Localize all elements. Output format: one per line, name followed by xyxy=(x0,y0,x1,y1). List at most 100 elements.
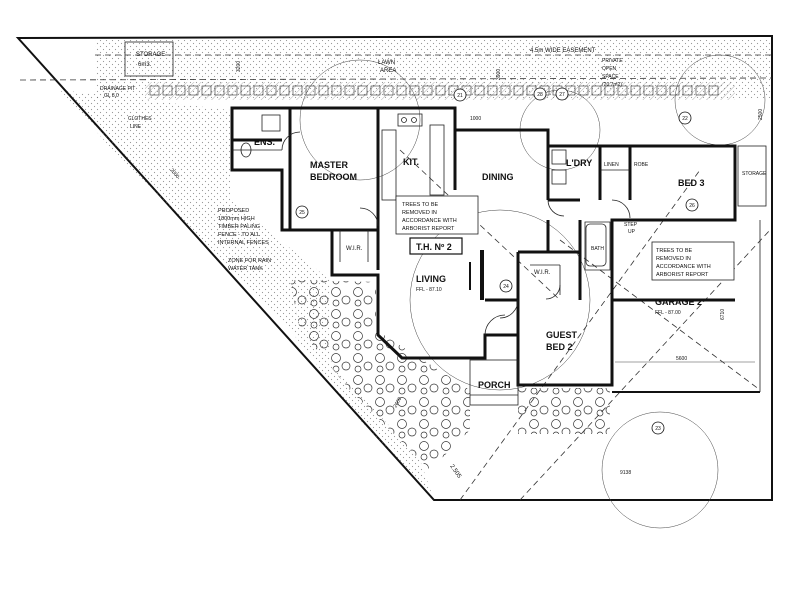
dimension-2600: 2600 xyxy=(393,396,404,409)
paving-tile xyxy=(630,85,641,96)
paving-tile xyxy=(318,85,329,96)
door-swing xyxy=(499,299,519,319)
setback-line xyxy=(459,169,701,501)
paving-tile xyxy=(591,85,602,96)
paving-tile xyxy=(422,85,433,96)
porch-slab xyxy=(469,359,519,406)
tree-marker: 21 xyxy=(453,88,467,102)
living-label: LIVING xyxy=(416,274,446,284)
storage-side-label: STORAGE xyxy=(742,171,767,177)
house-outline xyxy=(230,106,737,387)
tree-id-label: 22 xyxy=(682,116,688,122)
paving-tile xyxy=(175,85,186,96)
pos-label-4: (20.7m2) xyxy=(602,82,622,88)
toilet-fixture xyxy=(240,142,252,158)
paving-tile xyxy=(162,85,173,96)
stone-garden xyxy=(290,280,470,470)
tree-id-label: 27 xyxy=(559,92,565,98)
paving-tile xyxy=(669,85,680,96)
thin-partitions xyxy=(232,149,630,295)
drainage-label: DRAINAGE PIT xyxy=(100,86,135,92)
tree-marker: 22 xyxy=(678,111,692,125)
paving-tile xyxy=(513,85,524,96)
paving-tile xyxy=(357,85,368,96)
lawn-area-label: AREA xyxy=(380,68,396,74)
garage-label: GARAGE 2 xyxy=(655,297,702,307)
interior-walls xyxy=(232,108,735,340)
door-swing xyxy=(281,131,301,151)
setback-line-3 xyxy=(559,239,761,391)
paving-tile xyxy=(682,85,693,96)
trees-note-box-2 xyxy=(651,241,735,281)
tree-marker: 27 xyxy=(555,87,569,101)
site-boundary xyxy=(15,34,773,501)
dining-label: DINING xyxy=(482,172,514,182)
bed3-label: BED 3 xyxy=(678,178,705,188)
hatched-walkway xyxy=(145,82,735,100)
paving-tile xyxy=(201,85,212,96)
trees-note-1-line-4: ARBORIST REPORT xyxy=(402,226,455,232)
storage-size-label: 6m3. xyxy=(138,62,152,68)
stove-burner xyxy=(411,117,417,123)
fence-note-1: PROPOSED xyxy=(218,208,249,214)
paving-tile xyxy=(214,85,225,96)
kitchen-sink xyxy=(397,113,423,127)
paving-tile xyxy=(487,85,498,96)
ens-label: ENS. xyxy=(254,137,275,147)
paving-tile xyxy=(383,85,394,96)
guest-bed-label-2: BED 2 xyxy=(546,342,573,352)
dimension-1000: 1000 xyxy=(470,116,481,122)
door-swing xyxy=(359,207,379,227)
paving-tile xyxy=(188,85,199,96)
drainage-level-label: GL 8.0 xyxy=(104,93,119,99)
paving-tile xyxy=(370,85,381,96)
step-up-label-2: UP xyxy=(628,229,636,235)
rain-tank-note-1: ZONE FOR RAIN xyxy=(228,258,271,264)
tree-marker: 25 xyxy=(295,205,309,219)
paving-tile xyxy=(604,85,615,96)
tree-id-label: 28 xyxy=(537,92,543,98)
stove-burner xyxy=(401,117,407,123)
trees-note-1-line-1: TREES TO BE xyxy=(402,202,439,208)
trees-note-1-line-3: ACCORDANCE WITH xyxy=(402,218,457,224)
tree-canopy xyxy=(409,209,591,391)
paving-tile xyxy=(500,85,511,96)
laundry-tub-2 xyxy=(551,169,567,185)
paving-tile xyxy=(292,85,303,96)
paving-tile xyxy=(474,85,485,96)
master-bedroom-label-2: BEDROOM xyxy=(310,172,357,182)
paving-tile xyxy=(266,85,277,96)
fence-note-3: TIMBER PALING xyxy=(218,224,260,230)
paving-tile xyxy=(435,85,446,96)
paving-tile xyxy=(396,85,407,96)
door-swing xyxy=(484,314,506,336)
tree-id-label: 23 xyxy=(655,426,661,432)
dimension-6710: 6710 xyxy=(720,309,726,320)
tree-marker: 28 xyxy=(533,87,547,101)
rain-tank-note-2: WATER TANK xyxy=(228,266,263,272)
easement-line-2 xyxy=(19,77,773,81)
dimension-2000: 2000 xyxy=(168,167,180,180)
trees-note-2-line-2: REMOVED IN xyxy=(656,256,691,262)
dimension-9138: 9138 xyxy=(620,470,631,476)
guest-bed-label: GUEST xyxy=(546,330,578,340)
dimension-2505: 2.505 xyxy=(448,464,462,480)
setback-line-2 xyxy=(519,229,771,501)
step-up-label: STEP xyxy=(624,222,638,228)
clothes-label: CLOTHES xyxy=(128,116,152,122)
garage-fl-label: FFL - 87.00 xyxy=(655,310,681,316)
door-swing xyxy=(545,284,561,300)
tree-id-label: 24 xyxy=(503,284,509,290)
tree-id-label: 26 xyxy=(689,203,695,209)
ldry-label: L'DRY xyxy=(566,158,592,168)
th-number-label: T.H. Nº 2 xyxy=(416,242,452,252)
tree-id-label: 21 xyxy=(457,93,463,99)
front-stone-bed xyxy=(518,388,610,434)
paving-tile xyxy=(227,85,238,96)
dimension-3900: 3900 xyxy=(496,69,502,80)
setback-line-4 xyxy=(399,149,561,301)
wir-guest-label: W.I.R. xyxy=(534,270,551,276)
paving-tile xyxy=(617,85,628,96)
paving-tile xyxy=(578,85,589,96)
tree-canopy xyxy=(601,411,719,529)
